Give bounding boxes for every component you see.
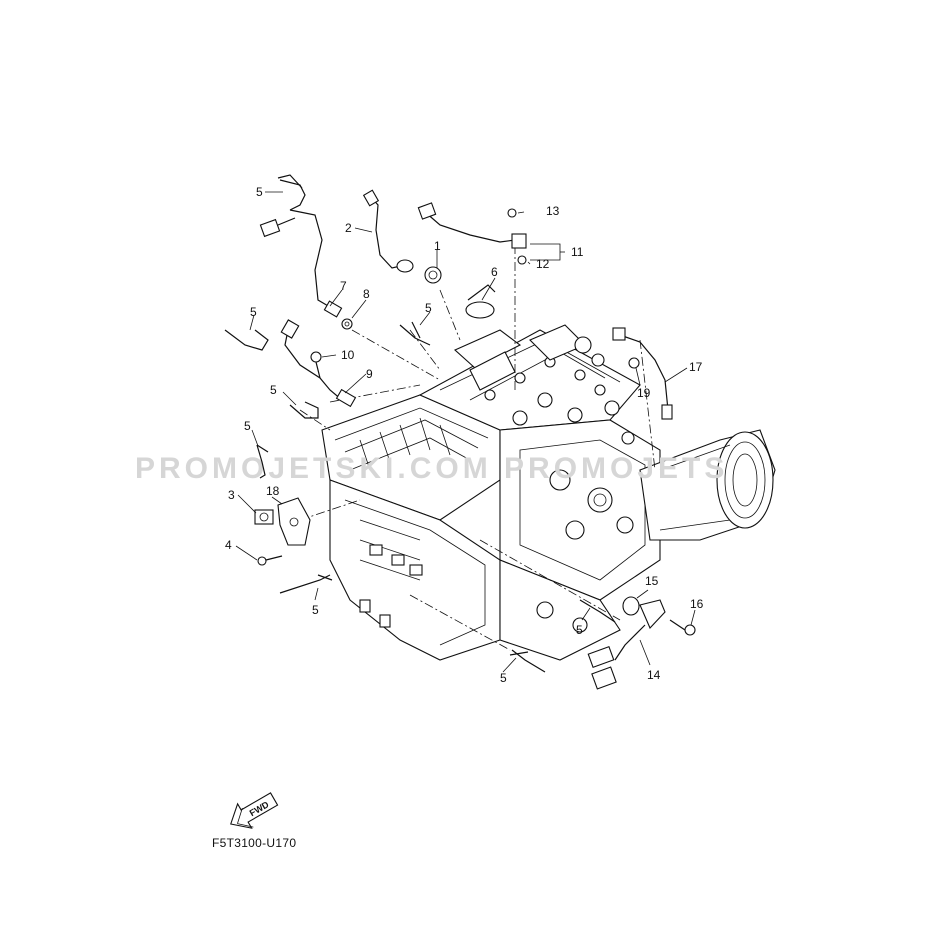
callout-2: 2 [345, 221, 352, 235]
sensor-14 [587, 599, 666, 690]
callout-1: 1 [434, 239, 441, 253]
tie-5-upper-left [224, 329, 269, 351]
callout-labels: 5 2 1 6 7 8 13 11 12 5 5 10 9 5 5 3 18 4… [225, 185, 704, 685]
callout-leaders [235, 191, 696, 673]
tie-5-lower-right [579, 599, 616, 623]
callout-6: 6 [491, 265, 498, 279]
bolt-10 [310, 351, 322, 379]
diagram-code: F5T3100-U170 [212, 836, 297, 850]
callout-5: 5 [425, 301, 432, 315]
bolt-4 [257, 555, 283, 566]
watermark-text: PROMOJETSKI.COM PROMOJETS [135, 452, 728, 485]
callout-3: 3 [228, 488, 235, 502]
callout-7: 7 [340, 279, 347, 293]
bolt-16 [669, 619, 696, 636]
callout-13: 13 [546, 204, 560, 218]
callout-9: 9 [366, 367, 373, 381]
callout-16: 16 [690, 597, 704, 611]
harness-9 [280, 319, 357, 408]
sensor-3 [254, 509, 274, 525]
callout-5: 5 [256, 185, 263, 199]
callout-10: 10 [341, 348, 355, 362]
callout-12: 12 [536, 257, 550, 271]
engine-block [321, 324, 776, 661]
sensor-2 [362, 189, 414, 273]
tie-5-left [256, 444, 269, 479]
band-6 [465, 284, 496, 319]
callout-5: 5 [500, 671, 507, 685]
tie-5-mid [289, 401, 319, 419]
callout-5: 5 [312, 603, 319, 617]
callout-5: 5 [244, 419, 251, 433]
sensor-11 [417, 202, 527, 265]
callout-4: 4 [225, 538, 232, 552]
callout-11: 11 [571, 245, 584, 259]
gasket-15 [622, 596, 640, 616]
callout-5: 5 [270, 383, 277, 397]
leader-lines [299, 245, 656, 651]
tie-5-bottom [509, 649, 546, 673]
tie-5-lower-left [279, 574, 333, 594]
callout-8: 8 [363, 287, 370, 301]
washer-8 [341, 318, 353, 330]
tie-5-upper-mid [399, 321, 431, 346]
harness-17 [612, 327, 673, 420]
part-19 [628, 357, 640, 369]
callout-17: 17 [689, 360, 703, 374]
callout-14: 14 [647, 668, 661, 682]
fwd-arrow-icon: FWD [230, 792, 279, 829]
sensor-1 [424, 266, 442, 284]
bracket-18 [277, 497, 311, 546]
callout-19: 19 [637, 386, 651, 400]
callout-15: 15 [645, 574, 659, 588]
callout-18: 18 [266, 484, 280, 498]
callout-5: 5 [576, 623, 583, 637]
harness-7 [259, 174, 343, 318]
callout-5: 5 [250, 305, 257, 319]
